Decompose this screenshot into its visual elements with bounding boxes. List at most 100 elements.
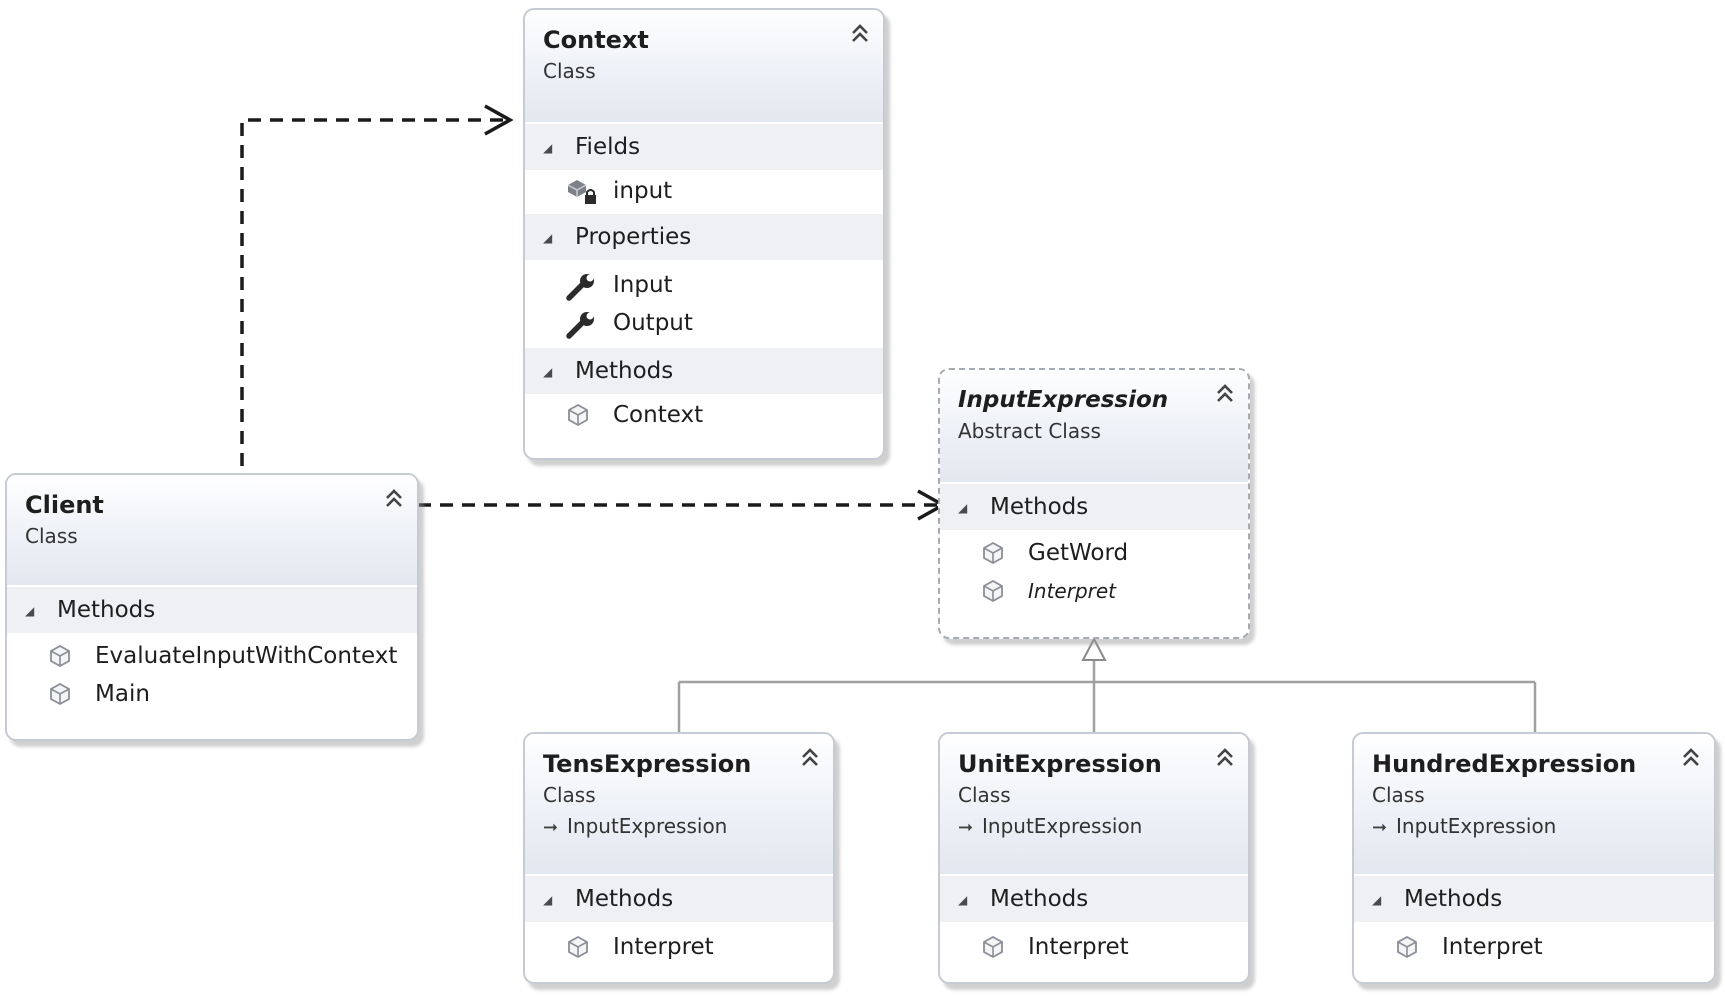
base-type: ➞ InputExpression bbox=[1372, 810, 1714, 844]
base-type-name: InputExpression bbox=[982, 814, 1143, 838]
class-kind: Abstract Class bbox=[958, 419, 1101, 443]
class-kind: Class bbox=[543, 783, 596, 807]
section-label: Methods bbox=[1404, 886, 1503, 912]
class-header[interactable]: Context Class bbox=[525, 10, 883, 122]
section-triangle-icon: ◢ bbox=[958, 892, 968, 907]
member-name: Interpret bbox=[613, 934, 714, 960]
method-cube-icon bbox=[565, 928, 613, 966]
member-name: input bbox=[613, 178, 673, 204]
class-inputexpression[interactable]: InputExpression Abstract Class ◢Methods … bbox=[938, 368, 1250, 639]
inherits-arrow-icon: ➞ bbox=[958, 817, 974, 838]
method-cube-icon bbox=[47, 675, 95, 713]
member-method-interpret-abstract[interactable]: Interpret bbox=[940, 572, 1248, 610]
member-method-evaluateinputwithcontext[interactable]: EvaluateInputWithContext bbox=[7, 637, 417, 675]
class-name: InputExpression bbox=[958, 387, 1169, 413]
member-name: Context bbox=[613, 402, 704, 428]
method-cube-icon bbox=[980, 928, 1028, 966]
class-kind: Class bbox=[958, 783, 1011, 807]
method-cube-icon bbox=[47, 637, 95, 675]
class-header[interactable]: TensExpression Class ➞ InputExpression bbox=[525, 734, 833, 874]
dependency-arrowhead-context bbox=[484, 104, 514, 136]
class-name: UnitExpression bbox=[958, 750, 1162, 778]
member-method-main[interactable]: Main bbox=[7, 675, 417, 713]
base-type: ➞ InputExpression bbox=[958, 810, 1248, 844]
section-methods[interactable]: ◢ Methods bbox=[7, 587, 417, 633]
collapse-icon[interactable] bbox=[1212, 744, 1238, 770]
section-triangle-icon: ◢ bbox=[543, 230, 553, 245]
class-header[interactable]: Client Class bbox=[7, 475, 417, 585]
member-name: EvaluateInputWithContext bbox=[95, 643, 398, 669]
section-methods[interactable]: ◢ Methods bbox=[525, 876, 833, 922]
section-methods[interactable]: ◢ Methods bbox=[940, 484, 1248, 530]
class-client[interactable]: Client Class ◢ Methods EvaluateInputWithC… bbox=[5, 473, 419, 741]
wrench-property-icon bbox=[565, 304, 613, 342]
section-label: Fields bbox=[575, 134, 641, 160]
member-method-interpret[interactable]: Interpret bbox=[525, 928, 833, 966]
base-type-name: InputExpression bbox=[567, 814, 728, 838]
class-name: TensExpression bbox=[543, 750, 752, 778]
section-label: Methods bbox=[990, 886, 1089, 912]
class-kind: Class bbox=[25, 524, 78, 548]
member-name: Interpret bbox=[1028, 934, 1129, 960]
wrench-property-icon bbox=[565, 266, 613, 304]
section-label: Methods bbox=[575, 886, 674, 912]
section-label: Methods bbox=[57, 597, 156, 623]
member-property-input[interactable]: Input bbox=[525, 266, 883, 304]
collapse-icon[interactable] bbox=[847, 20, 873, 46]
section-label: Methods bbox=[990, 494, 1089, 520]
section-triangle-icon: ◢ bbox=[543, 892, 553, 907]
member-method-interpret[interactable]: Interpret bbox=[1354, 928, 1714, 966]
section-triangle-icon: ◢ bbox=[958, 500, 968, 515]
method-cube-icon bbox=[1394, 928, 1442, 966]
member-name: Input bbox=[613, 272, 673, 298]
method-cube-icon bbox=[980, 572, 1028, 610]
member-method-interpret[interactable]: Interpret bbox=[940, 928, 1248, 966]
class-name: HundredExpression bbox=[1372, 750, 1637, 778]
base-type: ➞ InputExpression bbox=[543, 810, 833, 844]
inherits-arrow-icon: ➞ bbox=[1372, 817, 1388, 838]
dependency-client-to-context bbox=[240, 104, 514, 466]
member-property-output[interactable]: Output bbox=[525, 304, 883, 342]
section-label: Methods bbox=[575, 358, 674, 384]
section-methods[interactable]: ◢ Methods bbox=[525, 348, 883, 394]
member-name: Interpret bbox=[1442, 934, 1543, 960]
dependency-client-to-inputexpression bbox=[418, 489, 947, 521]
collapse-icon[interactable] bbox=[797, 744, 823, 770]
section-triangle-icon: ◢ bbox=[543, 364, 553, 379]
inherits-arrow-icon: ➞ bbox=[543, 817, 559, 838]
class-tensexpression[interactable]: TensExpression Class ➞ InputExpression ◢ M… bbox=[523, 732, 835, 984]
member-method-context[interactable]: Context bbox=[525, 396, 883, 434]
collapse-icon[interactable] bbox=[1678, 744, 1704, 770]
class-header[interactable]: InputExpression Abstract Class bbox=[940, 370, 1248, 482]
section-properties[interactable]: ◢ Properties bbox=[525, 214, 883, 260]
inheritance-triangle bbox=[1081, 636, 1107, 661]
collapse-icon[interactable] bbox=[1212, 380, 1238, 406]
private-field-icon bbox=[565, 170, 613, 208]
collapse-icon[interactable] bbox=[381, 485, 407, 511]
class-name: Client bbox=[25, 491, 104, 519]
section-label: Properties bbox=[575, 224, 692, 250]
class-unitexpression[interactable]: UnitExpression Class ➞ InputExpression ◢ M… bbox=[938, 732, 1250, 984]
section-triangle-icon: ◢ bbox=[1372, 892, 1382, 907]
class-header[interactable]: HundredExpression Class ➞ InputExpression bbox=[1354, 734, 1714, 874]
class-hundredexpression[interactable]: HundredExpression Class ➞ InputExpression… bbox=[1352, 732, 1716, 984]
member-name: GetWord bbox=[1028, 540, 1129, 566]
section-methods[interactable]: ◢ Methods bbox=[1354, 876, 1714, 922]
member-field-input[interactable]: input bbox=[525, 170, 883, 212]
section-triangle-icon: ◢ bbox=[25, 603, 35, 618]
class-header[interactable]: UnitExpression Class ➞ InputExpression bbox=[940, 734, 1248, 874]
class-context[interactable]: Context Class ◢Fields input ◢Properties … bbox=[523, 8, 885, 460]
member-method-getword[interactable]: GetWord bbox=[940, 534, 1248, 572]
section-fields[interactable]: ◢Fields bbox=[525, 124, 883, 170]
method-cube-icon bbox=[565, 396, 613, 434]
inheritance-connector bbox=[677, 636, 1537, 732]
class-kind: Class bbox=[1372, 783, 1425, 807]
method-cube-icon bbox=[980, 534, 1028, 572]
class-name: Context bbox=[543, 26, 649, 54]
base-type-name: InputExpression bbox=[1396, 814, 1557, 838]
member-name: Output bbox=[613, 310, 693, 336]
section-methods[interactable]: ◢ Methods bbox=[940, 876, 1248, 922]
member-name: Main bbox=[95, 681, 150, 707]
